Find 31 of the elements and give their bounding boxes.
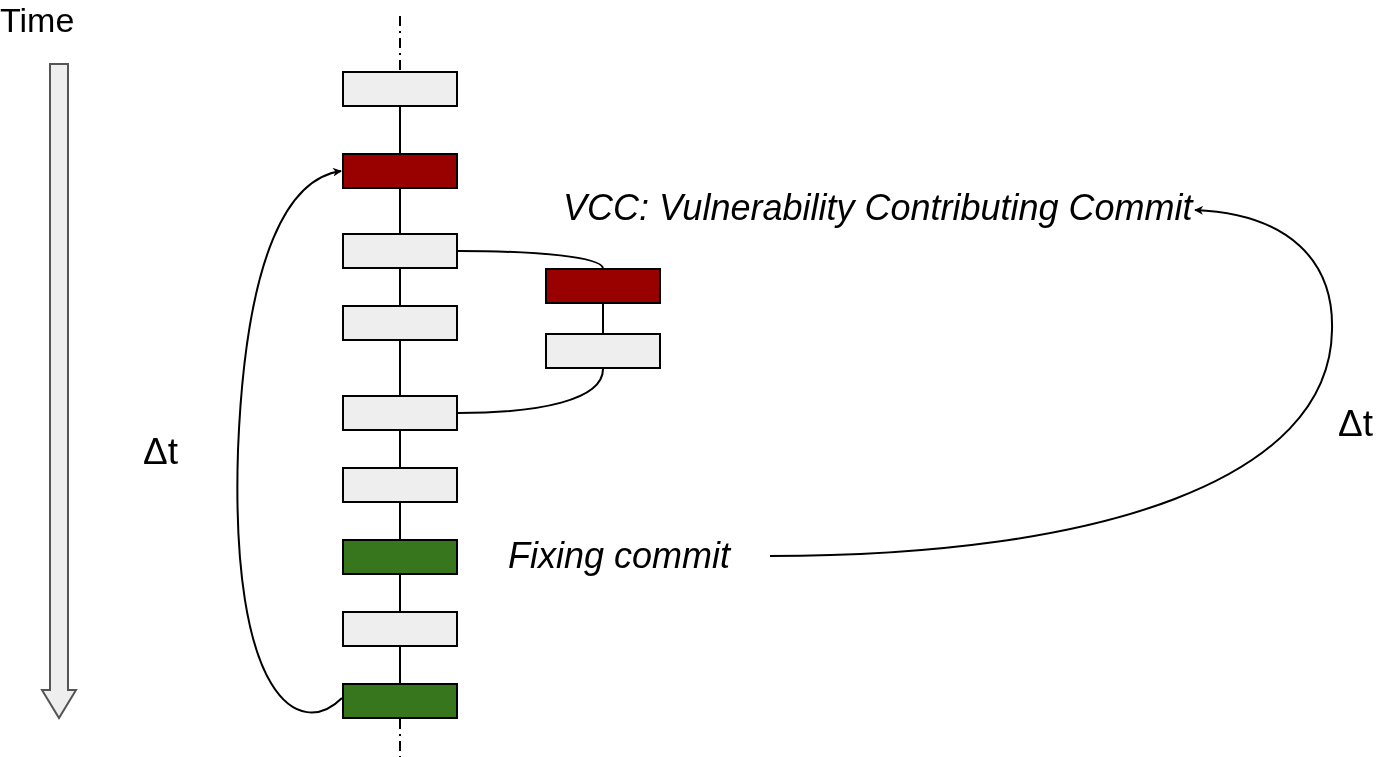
dashed-line bbox=[399, 15, 401, 72]
connector-line bbox=[399, 574, 401, 612]
commit-box bbox=[342, 395, 458, 431]
axis-label: Time bbox=[0, 0, 75, 41]
commit-box bbox=[342, 539, 458, 575]
commit-box bbox=[342, 153, 458, 189]
edge-label: Δt bbox=[1338, 402, 1373, 446]
connector-line bbox=[602, 303, 604, 334]
dashed-line bbox=[399, 718, 401, 757]
commit-box bbox=[342, 233, 458, 269]
connector-line bbox=[457, 368, 604, 414]
connector-line bbox=[399, 268, 401, 306]
commit-box bbox=[342, 71, 458, 107]
annotation-text: Fixing commit bbox=[508, 534, 731, 578]
connector-line bbox=[399, 340, 401, 396]
curved-arrow bbox=[769, 206, 1333, 557]
connector-line bbox=[457, 250, 604, 269]
curved-arrow bbox=[236, 168, 343, 714]
edge-label: Δt bbox=[143, 430, 178, 474]
commit-box bbox=[342, 683, 458, 719]
commit-box bbox=[545, 268, 661, 304]
connector-line bbox=[399, 646, 401, 684]
commit-box bbox=[342, 467, 458, 503]
connector-line bbox=[399, 106, 401, 154]
commit-box bbox=[342, 611, 458, 647]
annotation-text: VCC: Vulnerability Contributing Commit bbox=[563, 186, 1193, 230]
commit-box bbox=[545, 333, 661, 369]
commit-box bbox=[342, 305, 458, 341]
connector-line bbox=[399, 430, 401, 468]
connector-line bbox=[399, 502, 401, 540]
connector-line bbox=[399, 188, 401, 234]
